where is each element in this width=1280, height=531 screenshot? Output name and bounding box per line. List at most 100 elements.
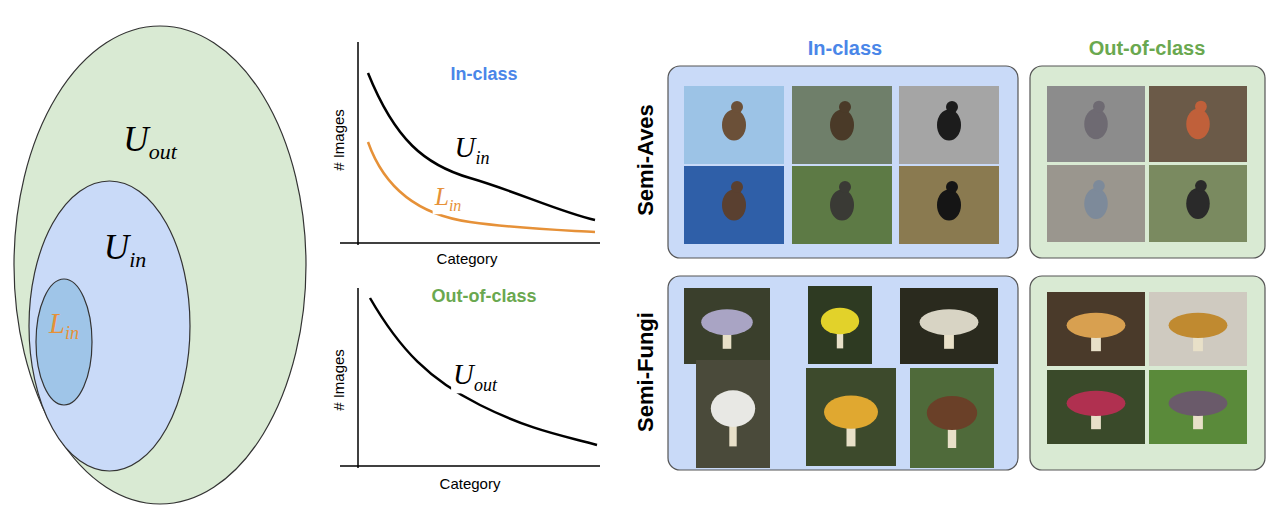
photo-background: [808, 286, 872, 364]
photo-background: [1149, 86, 1247, 162]
photo: [1149, 165, 1247, 242]
bird-head: [946, 181, 958, 193]
ellipse-shape: [29, 181, 190, 471]
region-ellipse: Lin Uin Uout: [13, 25, 307, 505]
fungus-cap: [1169, 313, 1228, 338]
fungus-cap: [824, 395, 878, 428]
set-symbol: Uout: [123, 122, 177, 163]
photo: [1047, 292, 1145, 366]
photo-background: [899, 86, 999, 164]
x-axis: [340, 242, 600, 244]
photo: [684, 166, 784, 244]
photo-background: [806, 368, 896, 466]
photo: [899, 86, 999, 164]
column-header: In-class: [808, 38, 882, 58]
row-label: Semi-Fungi: [635, 312, 657, 432]
photo-group: [684, 86, 1247, 468]
bird-head: [731, 101, 743, 113]
photo: [792, 166, 892, 244]
region-ellipse: Lin Uin: [28, 180, 191, 472]
bird-figure: [1084, 188, 1108, 219]
unlabeled-out-curve: [370, 298, 597, 445]
ellipse-shape: [14, 26, 306, 504]
in-class-panel: [668, 66, 1018, 258]
photo-background: [1149, 165, 1247, 242]
photo-background: [1047, 165, 1145, 242]
photo-background: [899, 166, 999, 244]
photo: [1047, 165, 1145, 242]
bird-figure: [722, 109, 746, 140]
photo: [808, 286, 872, 364]
curve-label: Uout: [451, 360, 499, 393]
photo-background: [792, 166, 892, 244]
photo: [900, 288, 998, 364]
photo-background: [684, 288, 770, 364]
unlabeled-in-curve: [368, 73, 595, 220]
bird-figure: [830, 109, 854, 140]
y-axis: [357, 42, 359, 245]
bird-head: [1093, 101, 1105, 113]
photo-background: [792, 86, 892, 164]
bird-figure: [722, 189, 746, 220]
photo-background: [1047, 370, 1145, 444]
photo-background: [696, 360, 770, 468]
fungus-cap: [711, 390, 755, 427]
ellipse-outline: [35, 278, 93, 406]
bird-head: [1195, 101, 1207, 113]
photo-background: [684, 166, 784, 244]
axis-label: Category: [440, 476, 501, 491]
bird-head: [946, 101, 958, 113]
in-class-chart: [340, 42, 600, 245]
fungus-cap: [1169, 391, 1228, 416]
bird-figure: [937, 109, 961, 140]
in-class-panel: [668, 276, 1018, 470]
set-symbol: Uin: [104, 230, 147, 271]
photo: [1149, 86, 1247, 162]
chart-title: Out-of-class: [431, 287, 536, 305]
bird-head: [731, 181, 743, 193]
bird-figure: [1186, 188, 1210, 219]
photo-background: [1149, 370, 1247, 444]
photo: [806, 368, 896, 466]
photo-background: [910, 368, 994, 468]
row-label: Semi-Aves: [635, 104, 657, 216]
curve-label: Uin: [453, 133, 492, 166]
axis-label: # Images: [331, 109, 346, 171]
photo-background: [1047, 292, 1145, 366]
photo: [1149, 370, 1247, 444]
fungus-cap: [927, 396, 977, 430]
photo: [1149, 292, 1247, 366]
axis-label: # Images: [331, 349, 346, 411]
photo: [792, 86, 892, 164]
out-of-class-panel: [1030, 276, 1265, 470]
out-of-class-chart: [340, 288, 600, 468]
bird-head: [839, 101, 851, 113]
column-header: Out-of-class: [1089, 38, 1206, 58]
bird-figure: [830, 189, 854, 220]
set-symbol: Lin: [49, 309, 79, 342]
photo-background: [1047, 86, 1145, 162]
photo: [910, 368, 994, 468]
photo-background: [900, 288, 998, 364]
curve-label: Lin: [433, 184, 464, 214]
bird-figure: [937, 189, 961, 220]
photo: [684, 86, 784, 164]
photo: [899, 166, 999, 244]
bird-head: [1093, 180, 1105, 192]
fungus-cap: [920, 309, 979, 335]
example-panels: [668, 66, 1265, 470]
ellipse-shape: [36, 279, 92, 405]
axis-label: Category: [437, 251, 498, 266]
y-axis: [357, 288, 359, 468]
photo: [1047, 370, 1145, 444]
photo: [1047, 86, 1145, 162]
photo-background: [684, 86, 784, 164]
chart-title: In-class: [450, 65, 517, 83]
bird-head: [839, 181, 851, 193]
fungus-cap: [1067, 313, 1126, 338]
photo-background: [1149, 292, 1247, 366]
photo: [696, 360, 770, 468]
photo: [684, 288, 770, 364]
bird-figure: [1084, 109, 1108, 139]
fungus-cap: [701, 309, 753, 335]
